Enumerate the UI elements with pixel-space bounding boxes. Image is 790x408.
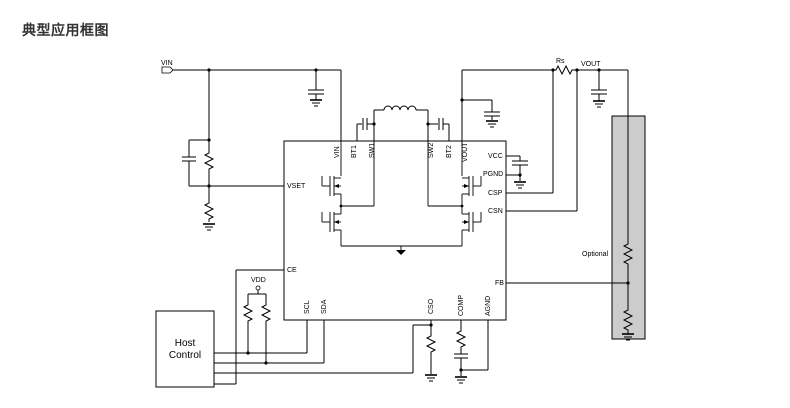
pin-pgnd-label: PGND [483,171,503,178]
section-title: 典型应用框图 [22,23,109,39]
pin-cso-label: CSO [428,298,435,314]
pin-vin-label: VIN [334,146,341,158]
fb-resistor-bottom [622,306,634,334]
pin-vout-label: VOUT [462,142,469,162]
pin-sw1-label: SW1 [369,143,376,158]
pin-comp-label: COMP [458,295,465,316]
pin-scl-label: SCL [304,300,311,314]
vout-net-label: VOUT [581,61,601,68]
pin-ce-label: CE [287,267,297,274]
pin-csn-label: CSN [488,208,503,215]
cso-resistor [425,333,437,355]
vout-internal-ground-icon [485,120,499,128]
vset-resistor-top [203,150,215,172]
vin-net-label: VIN [161,60,173,67]
vset-ground-icon [202,223,216,231]
vin-port-icon [161,66,174,74]
host-label-line2: Control [169,350,201,361]
mosfet-bridge [321,141,482,255]
inductor [383,105,417,111]
vset-resistor-bottom [203,200,215,222]
fb-resistor-top [622,240,634,268]
pin-sw2-label: SW2 [428,143,435,158]
vin-cap-ground-icon [309,99,323,107]
rs-resistor [553,64,575,76]
pin-agnd-label: AGND [485,296,492,316]
comp-resistor [455,328,467,350]
host-label-line1: Host [175,338,196,349]
rs-label: Rs [556,58,565,65]
cso-ground-icon [424,374,438,382]
pin-vcc-label: VCC [488,153,503,160]
pin-bt2-label: BT2 [446,145,453,158]
pin-sda-label: SDA [321,299,328,314]
pullup-resistor-sda [260,302,272,324]
pin-csp-label: CSP [488,190,503,197]
pin-fb-label: FB [495,280,504,287]
comp-ground-icon [454,376,468,384]
vdd-label: VDD [251,277,266,284]
host-control-box [155,310,215,388]
pgnd-ground-icon [513,181,527,189]
pin-bt1-label: BT1 [351,145,358,158]
pin-vset-label: VSET [287,183,306,190]
optional-label: Optional [582,251,609,258]
internal-ground-icon [396,250,406,255]
vout-cap-ground-icon [592,100,606,108]
pullup-resistor-scl [242,302,254,324]
